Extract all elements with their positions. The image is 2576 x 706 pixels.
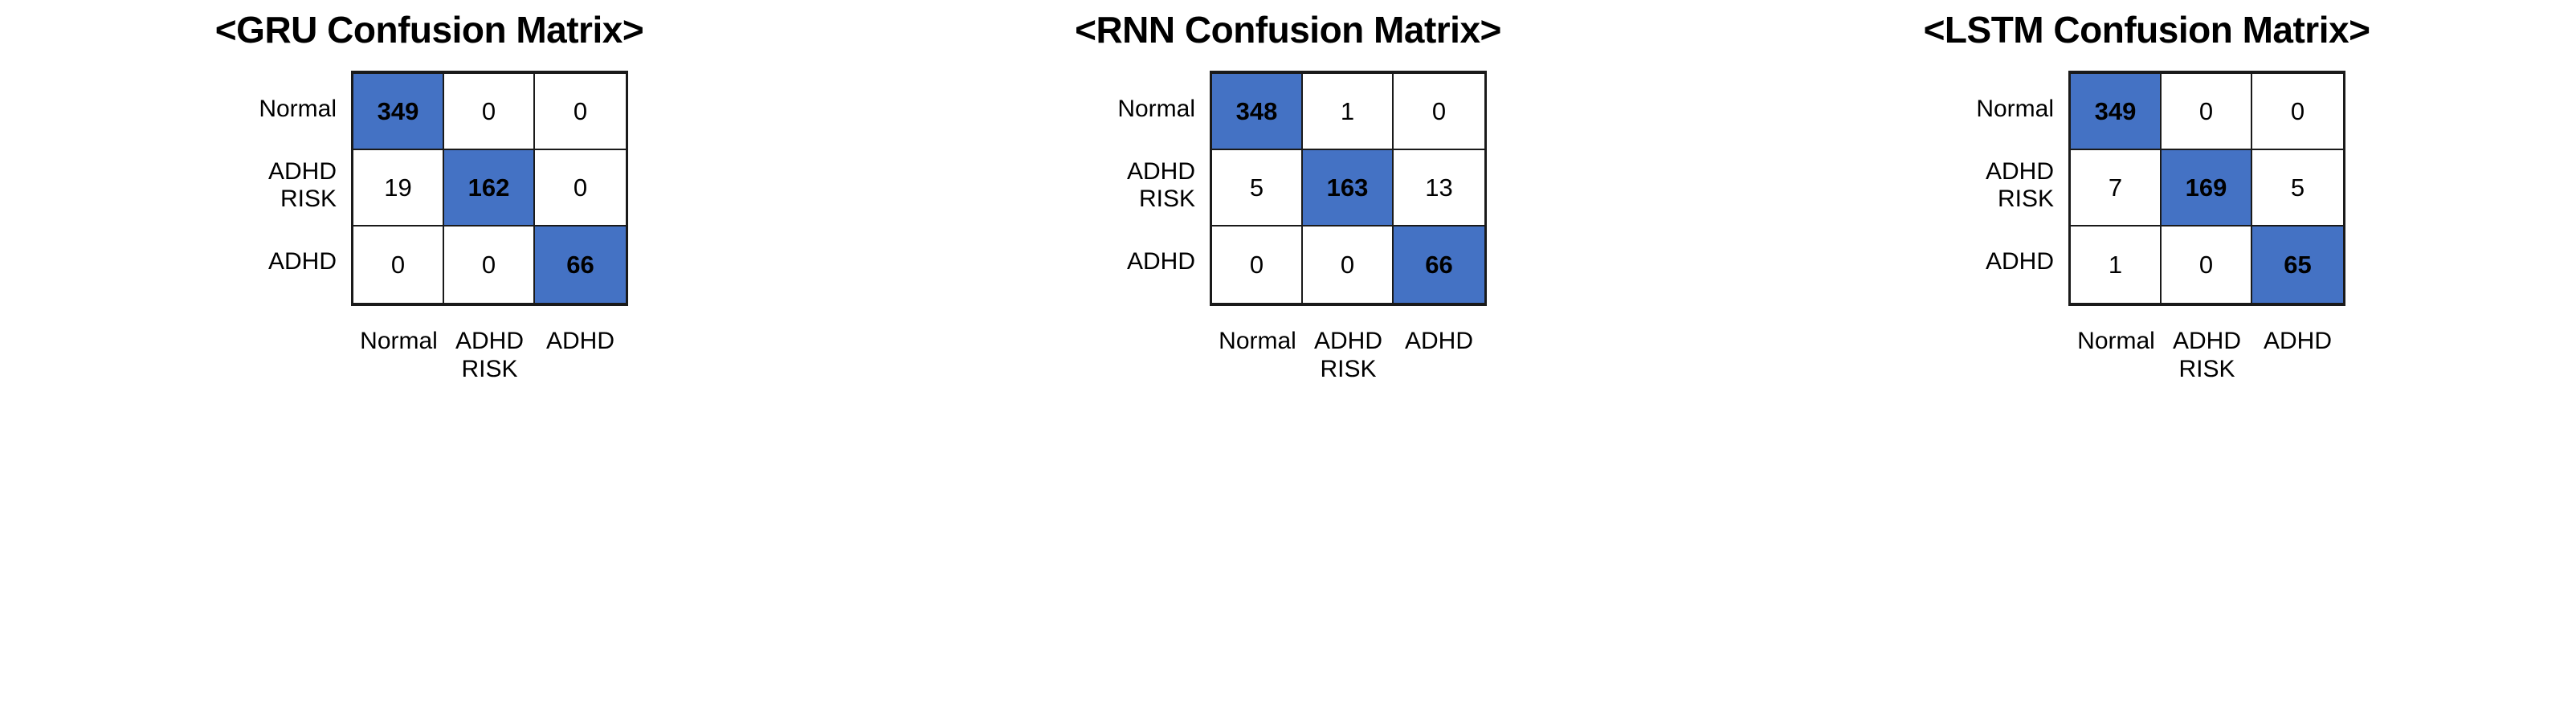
matrix-cell: 1: [2071, 226, 2162, 303]
matrix-cell: 0: [1303, 226, 1394, 303]
column-axis-label: ADHD: [2263, 328, 2332, 354]
matrix-cell: 5: [2252, 150, 2343, 226]
row-axis-label: ADHD RISK: [267, 157, 337, 212]
matrix-cell: 0: [2252, 74, 2343, 150]
matrix-cell: 0: [535, 150, 626, 226]
matrix-cell: 0: [1212, 226, 1303, 303]
matrix-cell: 66: [535, 226, 626, 303]
matrix-cell: 0: [444, 74, 535, 150]
row-axis-label: ADHD RISK: [1985, 157, 2054, 212]
matrix-cell: 169: [2162, 150, 2252, 226]
matrix-cell: 65: [2252, 226, 2343, 303]
column-axis-label: ADHD: [1404, 328, 1473, 354]
matrix-cell: 0: [1394, 74, 1484, 150]
row-axis-label: Normal: [1117, 95, 1195, 122]
matrix-cell: 0: [2162, 74, 2252, 150]
column-axis-label: ADHD RISK: [455, 328, 524, 383]
row-axis-label: Normal: [1976, 95, 2054, 122]
column-axis-label: ADHD RISK: [2172, 328, 2241, 383]
matrix-cell: 0: [535, 74, 626, 150]
matrix-cell: 0: [353, 226, 444, 303]
matrix-cell: 163: [1303, 150, 1394, 226]
column-axis-labels: Normal ADHD RISK ADHD: [1212, 327, 1484, 384]
matrix-cell: 162: [444, 150, 535, 226]
matrix-cell: 0: [444, 226, 535, 303]
matrix-cell: 349: [353, 74, 444, 150]
panel-title: <RNN Confusion Matrix>: [1075, 9, 1501, 51]
matrix-cell: 1: [1303, 74, 1394, 150]
row-axis-label: ADHD RISK: [1126, 157, 1195, 212]
column-axis-label: Normal: [2077, 328, 2155, 354]
column-axis-label: ADHD RISK: [1313, 328, 1382, 383]
panel-title: <GRU Confusion Matrix>: [214, 9, 644, 51]
column-axis-labels: Normal ADHD RISK ADHD: [2071, 327, 2343, 384]
panel-title: <LSTM Confusion Matrix>: [1923, 9, 2370, 51]
column-axis-labels: Normal ADHD RISK ADHD: [353, 327, 626, 384]
column-axis-label: ADHD: [545, 328, 614, 354]
matrix-cell: 66: [1394, 226, 1484, 303]
row-axis-label: ADHD: [267, 247, 337, 275]
row-axis-label: ADHD: [1126, 247, 1195, 275]
matrix-cell: 7: [2071, 150, 2162, 226]
row-axis-label: Normal: [259, 95, 337, 122]
column-axis-label: Normal: [360, 328, 438, 354]
matrix-cell: 19: [353, 150, 444, 226]
matrix-cell: 348: [1212, 74, 1303, 150]
matrix-cell: 5: [1212, 150, 1303, 226]
matrix-cell: 13: [1394, 150, 1484, 226]
column-axis-label: Normal: [1219, 328, 1296, 354]
matrix-cell: 349: [2071, 74, 2162, 150]
row-axis-label: ADHD: [1985, 247, 2054, 275]
matrix-cell: 0: [2162, 226, 2252, 303]
